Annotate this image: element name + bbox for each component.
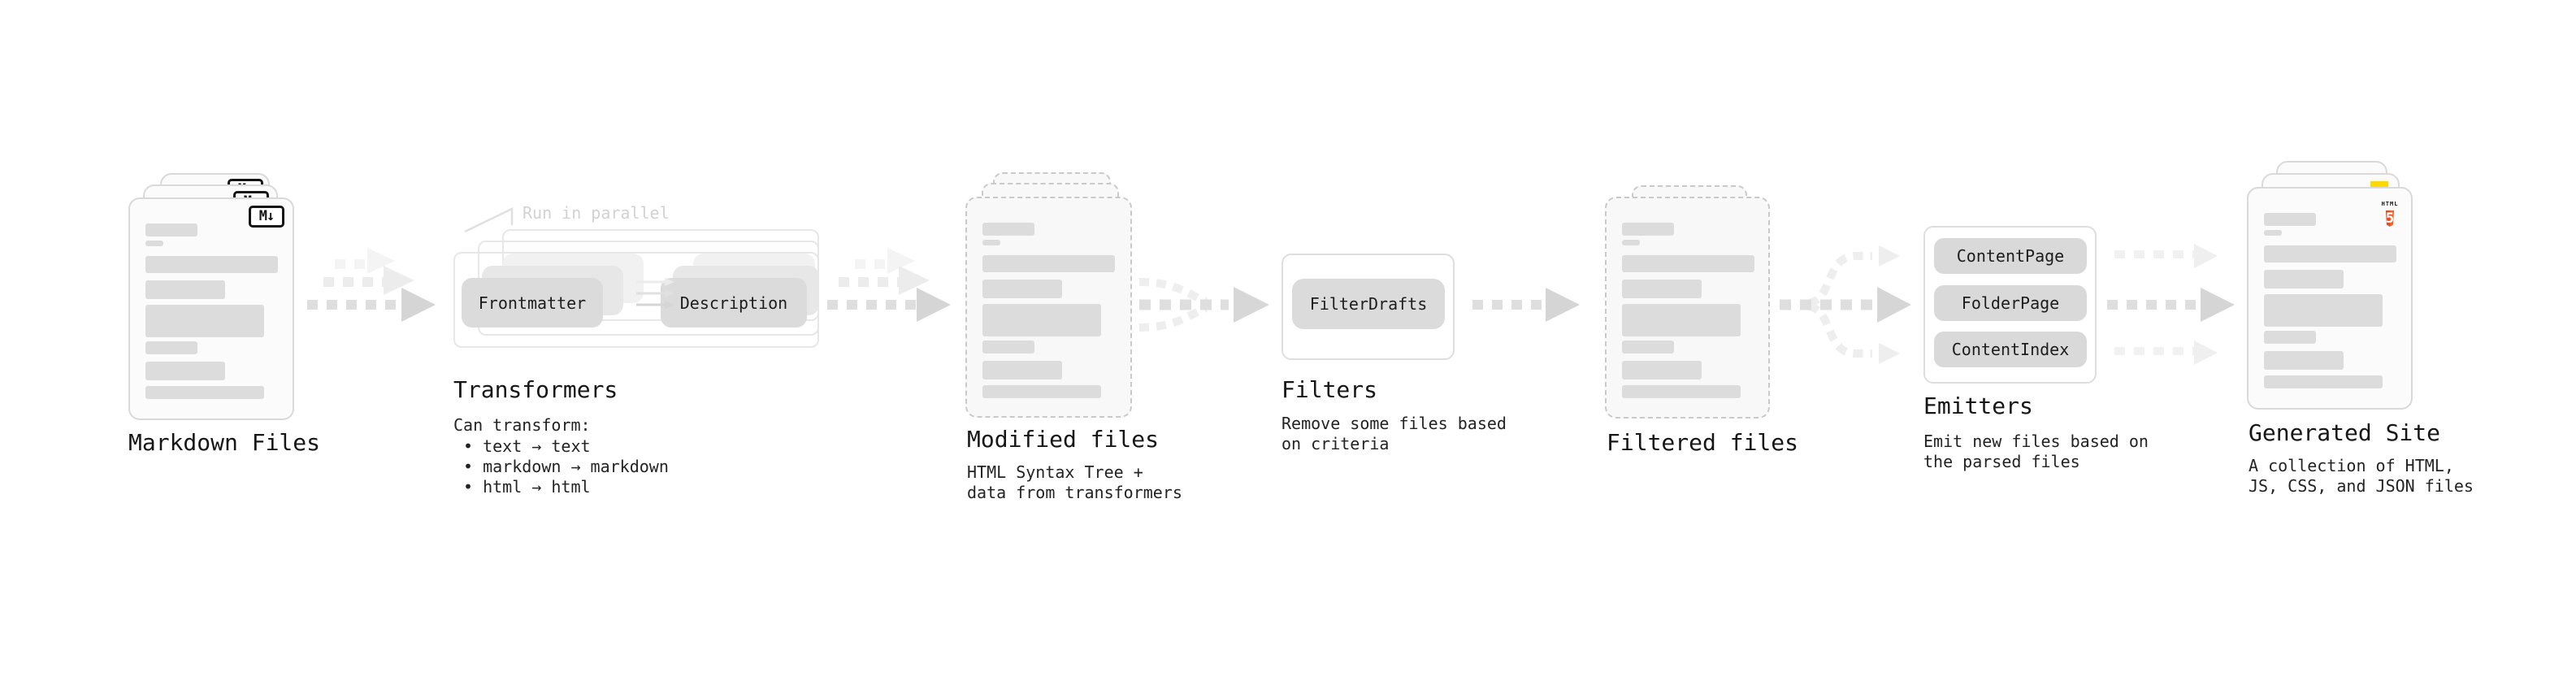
dashed-line bbox=[335, 259, 377, 269]
text-line-placeholder bbox=[1622, 255, 1754, 272]
doc-content-placeholder bbox=[1622, 223, 1754, 398]
transformer-box-frontmatter: Frontmatter bbox=[462, 278, 603, 327]
run-in-parallel-annotation: Run in parallel bbox=[523, 203, 670, 223]
bullet-item: • html → html bbox=[463, 477, 591, 497]
transformers-bullet-list: • text → text • markdown → markdown • ht… bbox=[463, 436, 669, 497]
section-label-modified-files: Modified files bbox=[967, 426, 1160, 453]
text-line-placeholder bbox=[145, 256, 278, 273]
transformer-box-description: Description bbox=[661, 278, 807, 327]
section-label-generated-site: Generated Site bbox=[2249, 419, 2441, 446]
arrowhead-icon bbox=[2194, 244, 2218, 268]
section-label-transformers: Transformers bbox=[453, 376, 618, 403]
text-line-placeholder bbox=[2264, 351, 2344, 370]
modified-file-card-front bbox=[965, 197, 1132, 418]
text-line-placeholder bbox=[982, 340, 1034, 354]
markdown-icon: M↓ bbox=[249, 206, 284, 228]
text-line-placeholder bbox=[982, 255, 1115, 272]
text-line-placeholder bbox=[145, 241, 163, 246]
dashed-line bbox=[2114, 250, 2194, 258]
text-line-placeholder bbox=[145, 386, 264, 399]
dashed-line bbox=[2107, 300, 2198, 310]
section-label-filters: Filters bbox=[1281, 376, 1378, 403]
emitter-pill-folderpage: FolderPage bbox=[1934, 285, 2087, 321]
text-line-placeholder bbox=[2264, 270, 2344, 288]
emitters-desc: Emit new files based on the parsed files bbox=[1923, 432, 2149, 471]
text-line-placeholder bbox=[982, 280, 1062, 298]
text-line-placeholder bbox=[1622, 240, 1640, 245]
bullet-item: • markdown → markdown bbox=[463, 457, 669, 476]
dashed-line bbox=[2114, 347, 2194, 355]
dashed-line bbox=[855, 259, 897, 269]
text-line-placeholder bbox=[982, 223, 1034, 236]
text-line-placeholder bbox=[2264, 213, 2316, 226]
bullet-item: • text → text bbox=[463, 436, 591, 456]
generated-site-desc: A collection of HTML, JS, CSS, and JSON … bbox=[2249, 456, 2474, 496]
text-line-placeholder bbox=[2264, 294, 2383, 327]
section-label-markdown-files: Markdown Files bbox=[128, 429, 321, 456]
doc-content-placeholder bbox=[982, 223, 1115, 398]
text-line-placeholder bbox=[2264, 245, 2396, 262]
text-line-placeholder bbox=[145, 280, 225, 299]
text-line-placeholder bbox=[2264, 331, 2316, 344]
text-line-placeholder bbox=[1622, 385, 1741, 398]
js-file-icon bbox=[2370, 181, 2388, 189]
text-line-placeholder bbox=[1622, 361, 1702, 380]
dashed-line bbox=[827, 300, 918, 310]
dashed-line bbox=[323, 277, 388, 287]
text-line-placeholder bbox=[982, 304, 1101, 336]
site-file-card-html: HTML 5 bbox=[2247, 187, 2413, 410]
text-line-placeholder bbox=[1622, 304, 1741, 336]
text-line-placeholder bbox=[982, 361, 1062, 380]
text-line-placeholder bbox=[145, 223, 197, 236]
filters-desc: Remove some files based on criteria bbox=[1281, 414, 1507, 453]
emitter-pill-contentpage: ContentPage bbox=[1934, 238, 2087, 274]
dashed-line bbox=[307, 300, 403, 310]
dashed-line bbox=[839, 277, 902, 287]
transform-arrows-icon bbox=[636, 278, 674, 309]
text-line-placeholder bbox=[2264, 230, 2282, 236]
html5-label: HTML bbox=[2381, 201, 2399, 207]
text-line-placeholder bbox=[982, 385, 1101, 398]
modified-files-desc: HTML Syntax Tree + data from transformer… bbox=[967, 462, 1182, 502]
fanout-arrows-icon bbox=[1780, 245, 1911, 364]
transformers-desc-title: Can transform: bbox=[453, 415, 591, 435]
arrowhead-icon bbox=[1546, 288, 1580, 322]
text-line-placeholder bbox=[145, 341, 197, 354]
section-label-emitters: Emitters bbox=[1923, 393, 2033, 419]
arrowhead-icon bbox=[401, 288, 436, 322]
html5-icon: HTML 5 bbox=[2378, 193, 2402, 229]
section-label-filtered-files: Filtered files bbox=[1607, 429, 1799, 456]
html5-shield: 5 bbox=[2385, 210, 2395, 227]
text-line-placeholder bbox=[1622, 340, 1674, 354]
text-line-placeholder bbox=[145, 362, 225, 380]
arrowhead-icon bbox=[917, 288, 951, 322]
doc-content-placeholder bbox=[145, 223, 278, 399]
text-line-placeholder bbox=[1622, 280, 1702, 298]
filter-pill-filterdrafts: FilterDrafts bbox=[1292, 279, 1445, 329]
doc-content-placeholder bbox=[2264, 213, 2396, 388]
dashed-line bbox=[1472, 300, 1547, 310]
emitter-pill-contentindex: ContentIndex bbox=[1934, 332, 2087, 367]
markdown-file-card-front: M↓ bbox=[128, 197, 294, 420]
annotation-connector-line bbox=[464, 207, 514, 233]
text-line-placeholder bbox=[982, 240, 1000, 245]
converge-arrows-icon bbox=[1138, 278, 1269, 332]
text-line-placeholder bbox=[1622, 223, 1674, 236]
filtered-file-card-front bbox=[1605, 197, 1770, 419]
text-line-placeholder bbox=[145, 305, 264, 337]
arrowhead-icon bbox=[2201, 288, 2235, 322]
text-line-placeholder bbox=[2264, 375, 2383, 388]
arrowhead-icon bbox=[2194, 340, 2218, 365]
